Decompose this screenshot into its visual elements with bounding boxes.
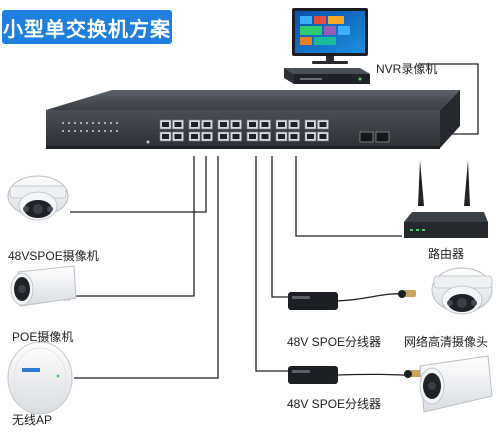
- rj45-port-socket: [220, 134, 227, 139]
- rj45-port-socket: [162, 122, 169, 127]
- hd-network-camera-icon: [431, 267, 493, 315]
- label-splitter-bottom: 48V SPOE分线器: [287, 397, 382, 411]
- switch-ports: [159, 119, 329, 142]
- rj45-port-socket: [162, 134, 169, 139]
- label-splitter-top: 48V SPOE分线器: [287, 335, 382, 349]
- rj45-port-socket: [220, 122, 227, 127]
- rj45-port-socket: [232, 122, 240, 127]
- label-nvr: NVR录像机: [376, 62, 438, 76]
- rj45-port-socket: [278, 134, 285, 139]
- rj45-port-socket: [261, 134, 269, 139]
- nvr-recorder: [284, 68, 370, 84]
- rj45-port-socket: [319, 122, 327, 127]
- rj45-port-socket: [191, 134, 198, 139]
- bullet-camera-icon: [10, 265, 77, 307]
- line-to-splitter-bottom: [255, 156, 290, 372]
- rj45-port-socket: [278, 122, 285, 127]
- connection-lines: [70, 63, 479, 379]
- rj45-port-socket: [203, 122, 211, 127]
- rj45-port-socket: [319, 134, 327, 139]
- rj45-port-socket: [290, 134, 298, 139]
- line-to-nvr: [420, 63, 479, 135]
- title-banner: 小型单交换机方案: [2, 10, 172, 44]
- rj45-port-socket: [174, 122, 182, 127]
- rj45-port-socket: [203, 134, 211, 139]
- line-to-splitter-top: [271, 156, 290, 298]
- sfp-ports: [359, 131, 390, 143]
- rj45-port-socket: [174, 134, 182, 139]
- line-to-router: [295, 156, 402, 237]
- wireless-ap-icon: [7, 341, 73, 415]
- diagram-title: 小型单交换机方案: [3, 18, 171, 41]
- rj45-port-socket: [249, 122, 256, 127]
- rj45-port-socket: [261, 122, 269, 127]
- router-icon: [404, 160, 488, 238]
- rj45-port-socket: [307, 122, 314, 127]
- rj45-port-socket: [307, 134, 314, 139]
- label-48v-camera: 48VSPOE摄像机: [8, 249, 99, 263]
- label-wireless-ap: 无线AP: [12, 413, 53, 427]
- label-poe-camera: POE摄像机: [12, 330, 74, 344]
- label-router: 路由器: [428, 247, 465, 261]
- spoe-splitter-bottom-icon: [288, 366, 422, 384]
- poe-switch: [46, 90, 460, 149]
- nvr-monitor: [292, 8, 368, 64]
- rj45-port-socket: [290, 122, 298, 127]
- switch-led-panel: [62, 122, 118, 132]
- rj45-port-socket: [191, 122, 198, 127]
- line-to-48v-camera: [70, 156, 207, 213]
- bullet-camera-bottom-icon: [419, 355, 493, 413]
- label-hd-camera: 网络高清摄像头: [404, 335, 489, 349]
- line-to-poe-camera: [72, 156, 195, 297]
- line-to-wireless-ap: [74, 156, 219, 379]
- rj45-port-socket: [232, 134, 240, 139]
- rj45-port-socket: [249, 134, 256, 139]
- dome-camera-icon: [7, 175, 69, 221]
- spoe-splitter-top-icon: [288, 290, 416, 310]
